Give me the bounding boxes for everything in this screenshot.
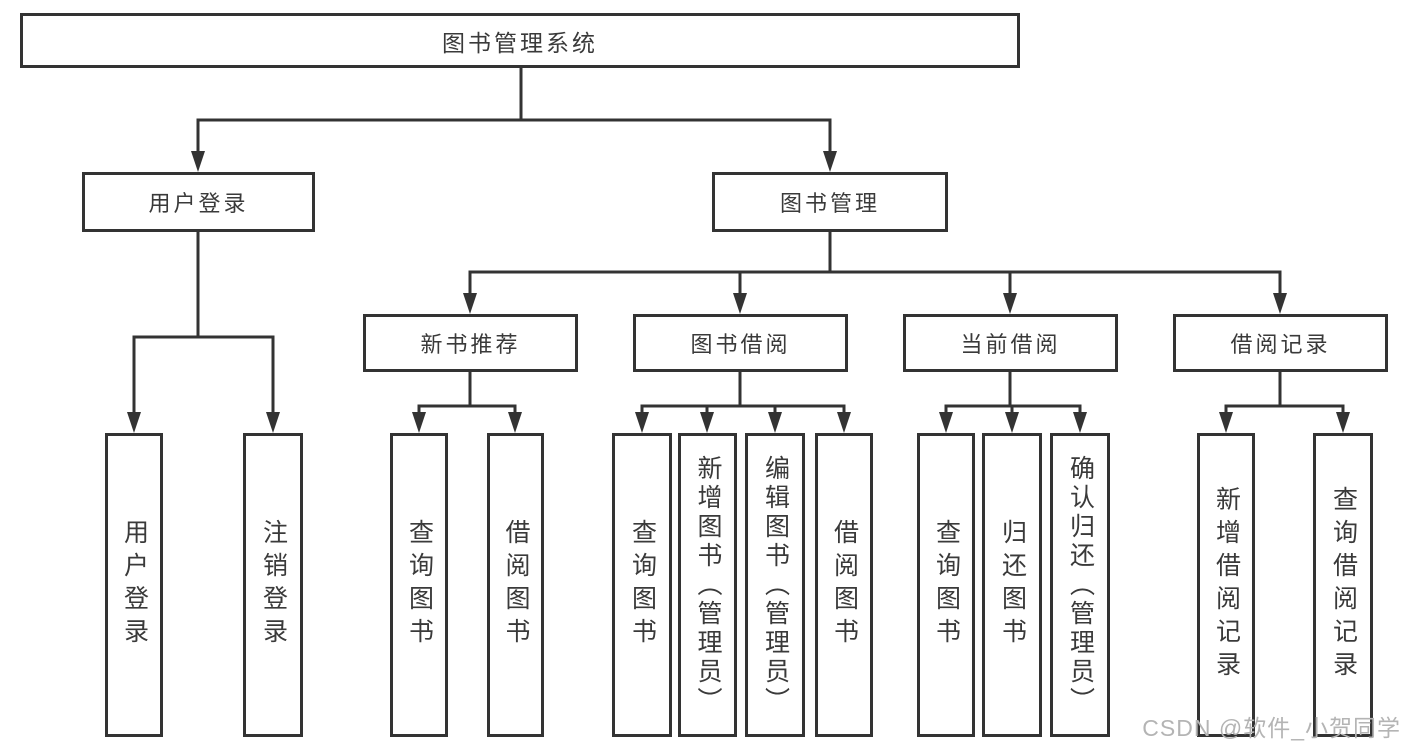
leaf-return-books: 归还图书: [982, 433, 1042, 737]
leaf-query-books-borrowing: 查询图书: [612, 433, 672, 737]
arrowhead-down-icon: [127, 412, 141, 433]
leaf-query-books-current: 查询图书: [917, 433, 975, 737]
node-user-login-branch: 用户登录: [82, 172, 315, 232]
arrowhead-down-icon: [1273, 293, 1287, 314]
arrowhead-down-icon: [1003, 293, 1017, 314]
arrowhead-down-icon: [412, 412, 426, 433]
arrowhead-down-icon: [768, 412, 782, 433]
arrowhead-down-icon: [635, 412, 649, 433]
node-root-book-management-system: 图书管理系统: [20, 13, 1020, 68]
arrowhead-down-icon: [191, 151, 205, 172]
arrowhead-down-icon: [700, 412, 714, 433]
arrowhead-down-icon: [1336, 412, 1350, 433]
leaf-logout: 注销登录: [243, 433, 303, 737]
leaf-query-borrow-record: 查询借阅记录: [1313, 433, 1373, 737]
arrowhead-down-icon: [508, 412, 522, 433]
arrowhead-down-icon: [733, 293, 747, 314]
node-borrowing-records: 借阅记录: [1173, 314, 1388, 372]
node-current-borrowing: 当前借阅: [903, 314, 1118, 372]
node-book-management-branch: 图书管理: [712, 172, 948, 232]
leaf-confirm-return-admin: 确认归还（管理员）: [1050, 433, 1110, 737]
leaf-query-books-recommend: 查询图书: [390, 433, 448, 737]
arrowhead-down-icon: [1005, 412, 1019, 433]
arrowhead-down-icon: [823, 151, 837, 172]
arrowhead-down-icon: [266, 412, 280, 433]
arrowhead-down-icon: [837, 412, 851, 433]
leaf-borrow-books-borrowing: 借阅图书: [815, 433, 873, 737]
leaf-edit-book-admin: 编辑图书（管理员）: [745, 433, 805, 737]
node-book-borrowing: 图书借阅: [633, 314, 848, 372]
arrowhead-down-icon: [1219, 412, 1233, 433]
node-new-book-recommendation: 新书推荐: [363, 314, 578, 372]
arrowhead-down-icon: [1073, 412, 1087, 433]
watermark: CSDN @软件_小贺同学: [1142, 715, 1401, 741]
leaf-user-login: 用户登录: [105, 433, 163, 737]
leaf-add-book-admin: 新增图书（管理员）: [678, 433, 737, 737]
arrowhead-down-icon: [939, 412, 953, 433]
leaf-borrow-books-recommend: 借阅图书: [487, 433, 544, 737]
arrowhead-down-icon: [463, 293, 477, 314]
leaf-add-borrow-record: 新增借阅记录: [1197, 433, 1255, 737]
